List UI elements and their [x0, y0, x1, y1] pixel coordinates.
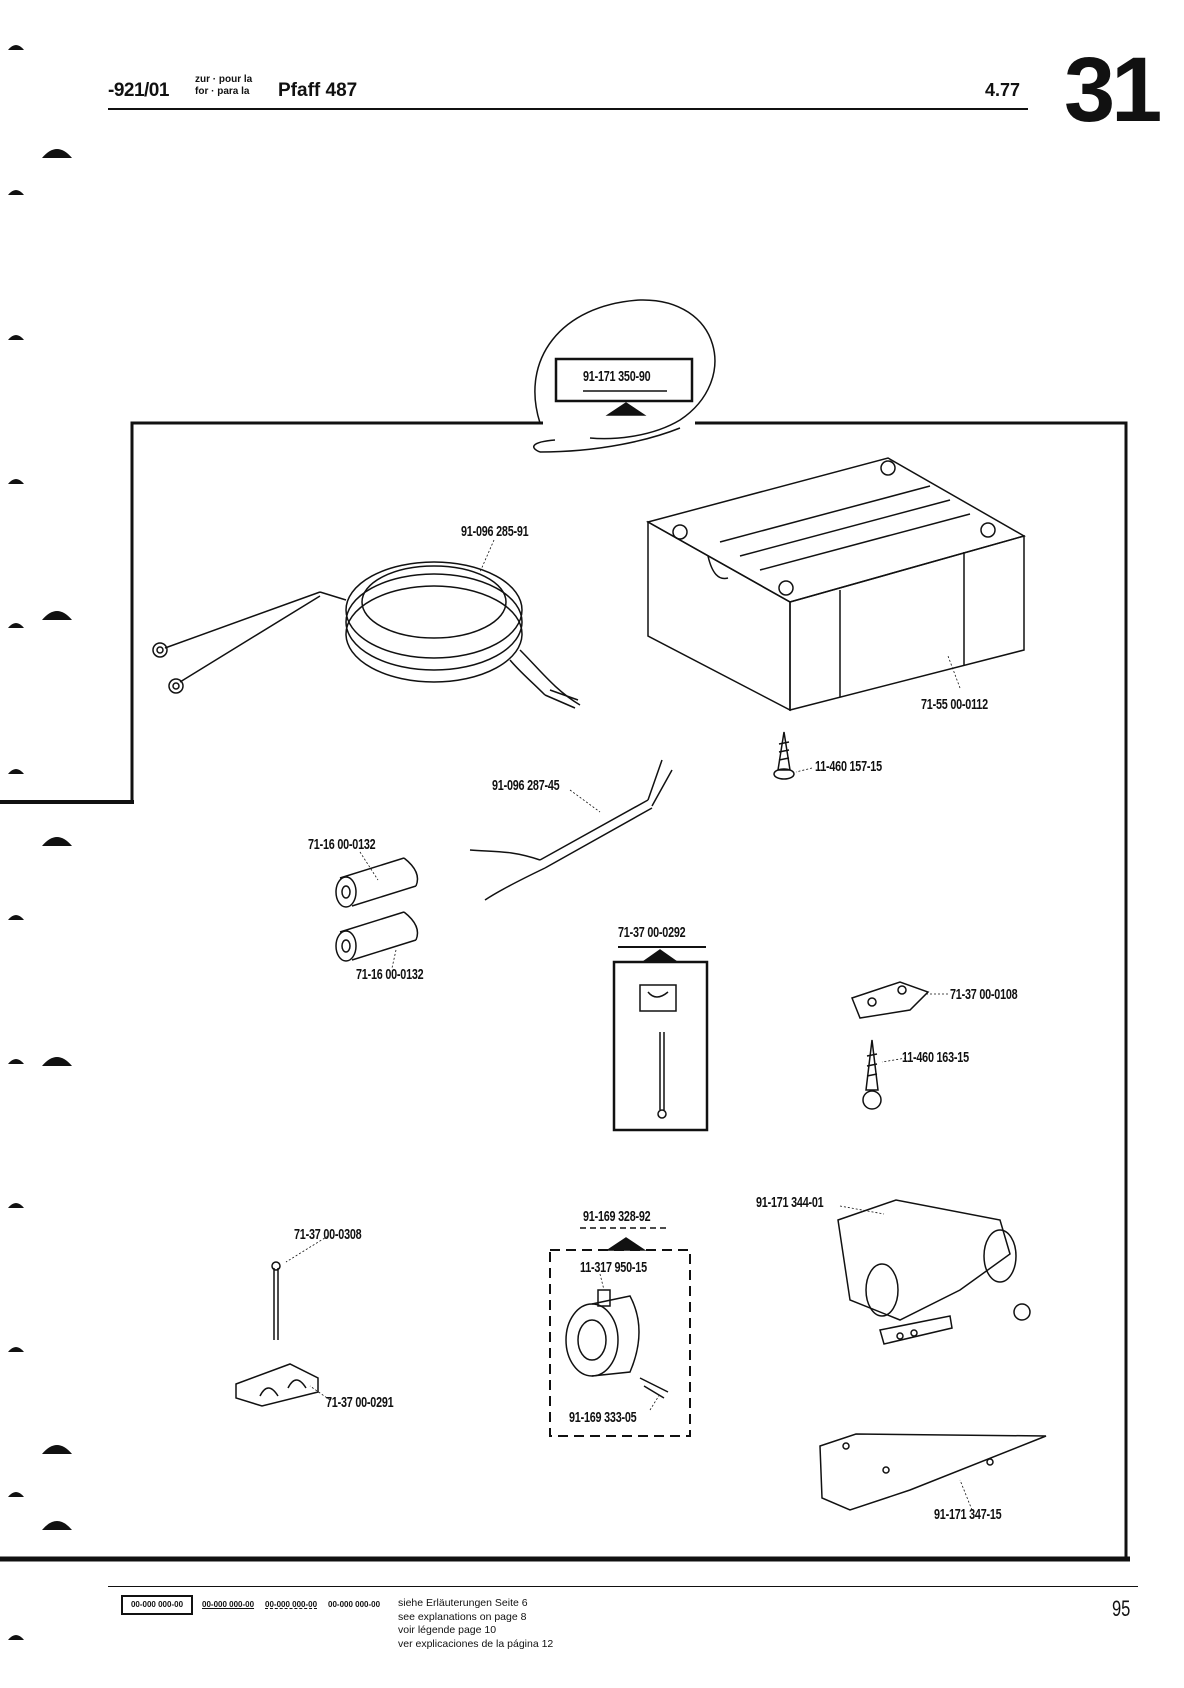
- cable-coil-drawing: [152, 561, 581, 709]
- header-rule: [108, 108, 1028, 110]
- bracket-drawing: [837, 1199, 1031, 1345]
- screw-drawing-2: [862, 1039, 882, 1110]
- part-label-cable-short: 91-096 287-45: [492, 777, 560, 794]
- main-frame: [0, 421, 1130, 1562]
- header-small-line-2: for · para la: [195, 86, 250, 97]
- legend-underline-sample: 00-000 000-00: [202, 1600, 255, 1609]
- part-label-clip-double: 71-37 00-0291: [326, 1394, 394, 1411]
- legend-notes: siehe Erläuterungen Seite 6 see explanat…: [398, 1597, 553, 1651]
- part-label-plate: 91-171 347-15: [934, 1506, 1002, 1523]
- motor-box-drawing: [646, 457, 1026, 712]
- footer-rule: [108, 1586, 1138, 1587]
- binder-marks: [8, 45, 72, 1640]
- screw-drawing-1: [773, 731, 795, 780]
- part-label-collar-kit: 91-169 328-92: [583, 1208, 651, 1225]
- clip-small-drawing: [851, 981, 930, 1019]
- legend-note-de: siehe Erläuterungen Seite 6: [398, 1597, 528, 1609]
- legend-plain-sample: 00-000 000-00: [328, 1600, 381, 1609]
- sleeves-drawing: [335, 857, 419, 962]
- plate-drawing: [819, 1433, 1047, 1511]
- page-number: 95: [1112, 1596, 1131, 1621]
- catalog-code: -921/01: [108, 80, 169, 101]
- kit-callout: [533, 299, 716, 453]
- part-label-screw-1: 11-460 157-15: [815, 758, 882, 775]
- part-label-collar-pin: 91-169 333-05: [569, 1409, 637, 1426]
- clip-box-drawing: [612, 946, 709, 1132]
- part-label-bracket: 91-171 344-01: [756, 1194, 824, 1211]
- part-label-screw-2: 11-460 163-15: [902, 1049, 969, 1066]
- nail-clip-drawing: [235, 1261, 319, 1407]
- part-label-motor-box: 71-55 00-0112: [921, 696, 988, 713]
- part-label-collar-screw: 11-317 950-15: [580, 1259, 647, 1276]
- group-number: 31: [1064, 39, 1162, 141]
- legend-dashed-sample: 00-000 000-00: [265, 1600, 318, 1609]
- part-label-sleeve-bottom: 71-16 00-0132: [356, 966, 424, 983]
- part-label-clip-small: 71-37 00-0108: [950, 986, 1018, 1003]
- edition-date: 4.77: [985, 80, 1021, 100]
- part-label-clip-boxed: 71-37 00-0292: [618, 924, 686, 941]
- short-cable-drawing: [469, 759, 673, 901]
- part-label-sleeve-top: 71-16 00-0132: [308, 836, 376, 853]
- header-small-line-1: zur · pour la: [195, 74, 253, 85]
- part-label-nail: 71-37 00-0308: [294, 1226, 362, 1243]
- legend-boxed-sample: 00-000 000-00: [121, 1595, 193, 1615]
- machine-model: Pfaff 487: [278, 80, 358, 101]
- leader-lines: [285, 539, 973, 1511]
- legend-note-en: see explanations on page 8: [398, 1610, 527, 1623]
- legend-note-fr: voir légende page 10: [398, 1624, 497, 1636]
- legend-note-es: ver explicaciones de la página 12: [398, 1637, 554, 1650]
- part-label-kit: 91-171 350-90: [583, 368, 651, 385]
- collar-kit-drawing: [549, 1227, 691, 1437]
- part-label-cable-coil: 91-096 285-91: [461, 523, 529, 540]
